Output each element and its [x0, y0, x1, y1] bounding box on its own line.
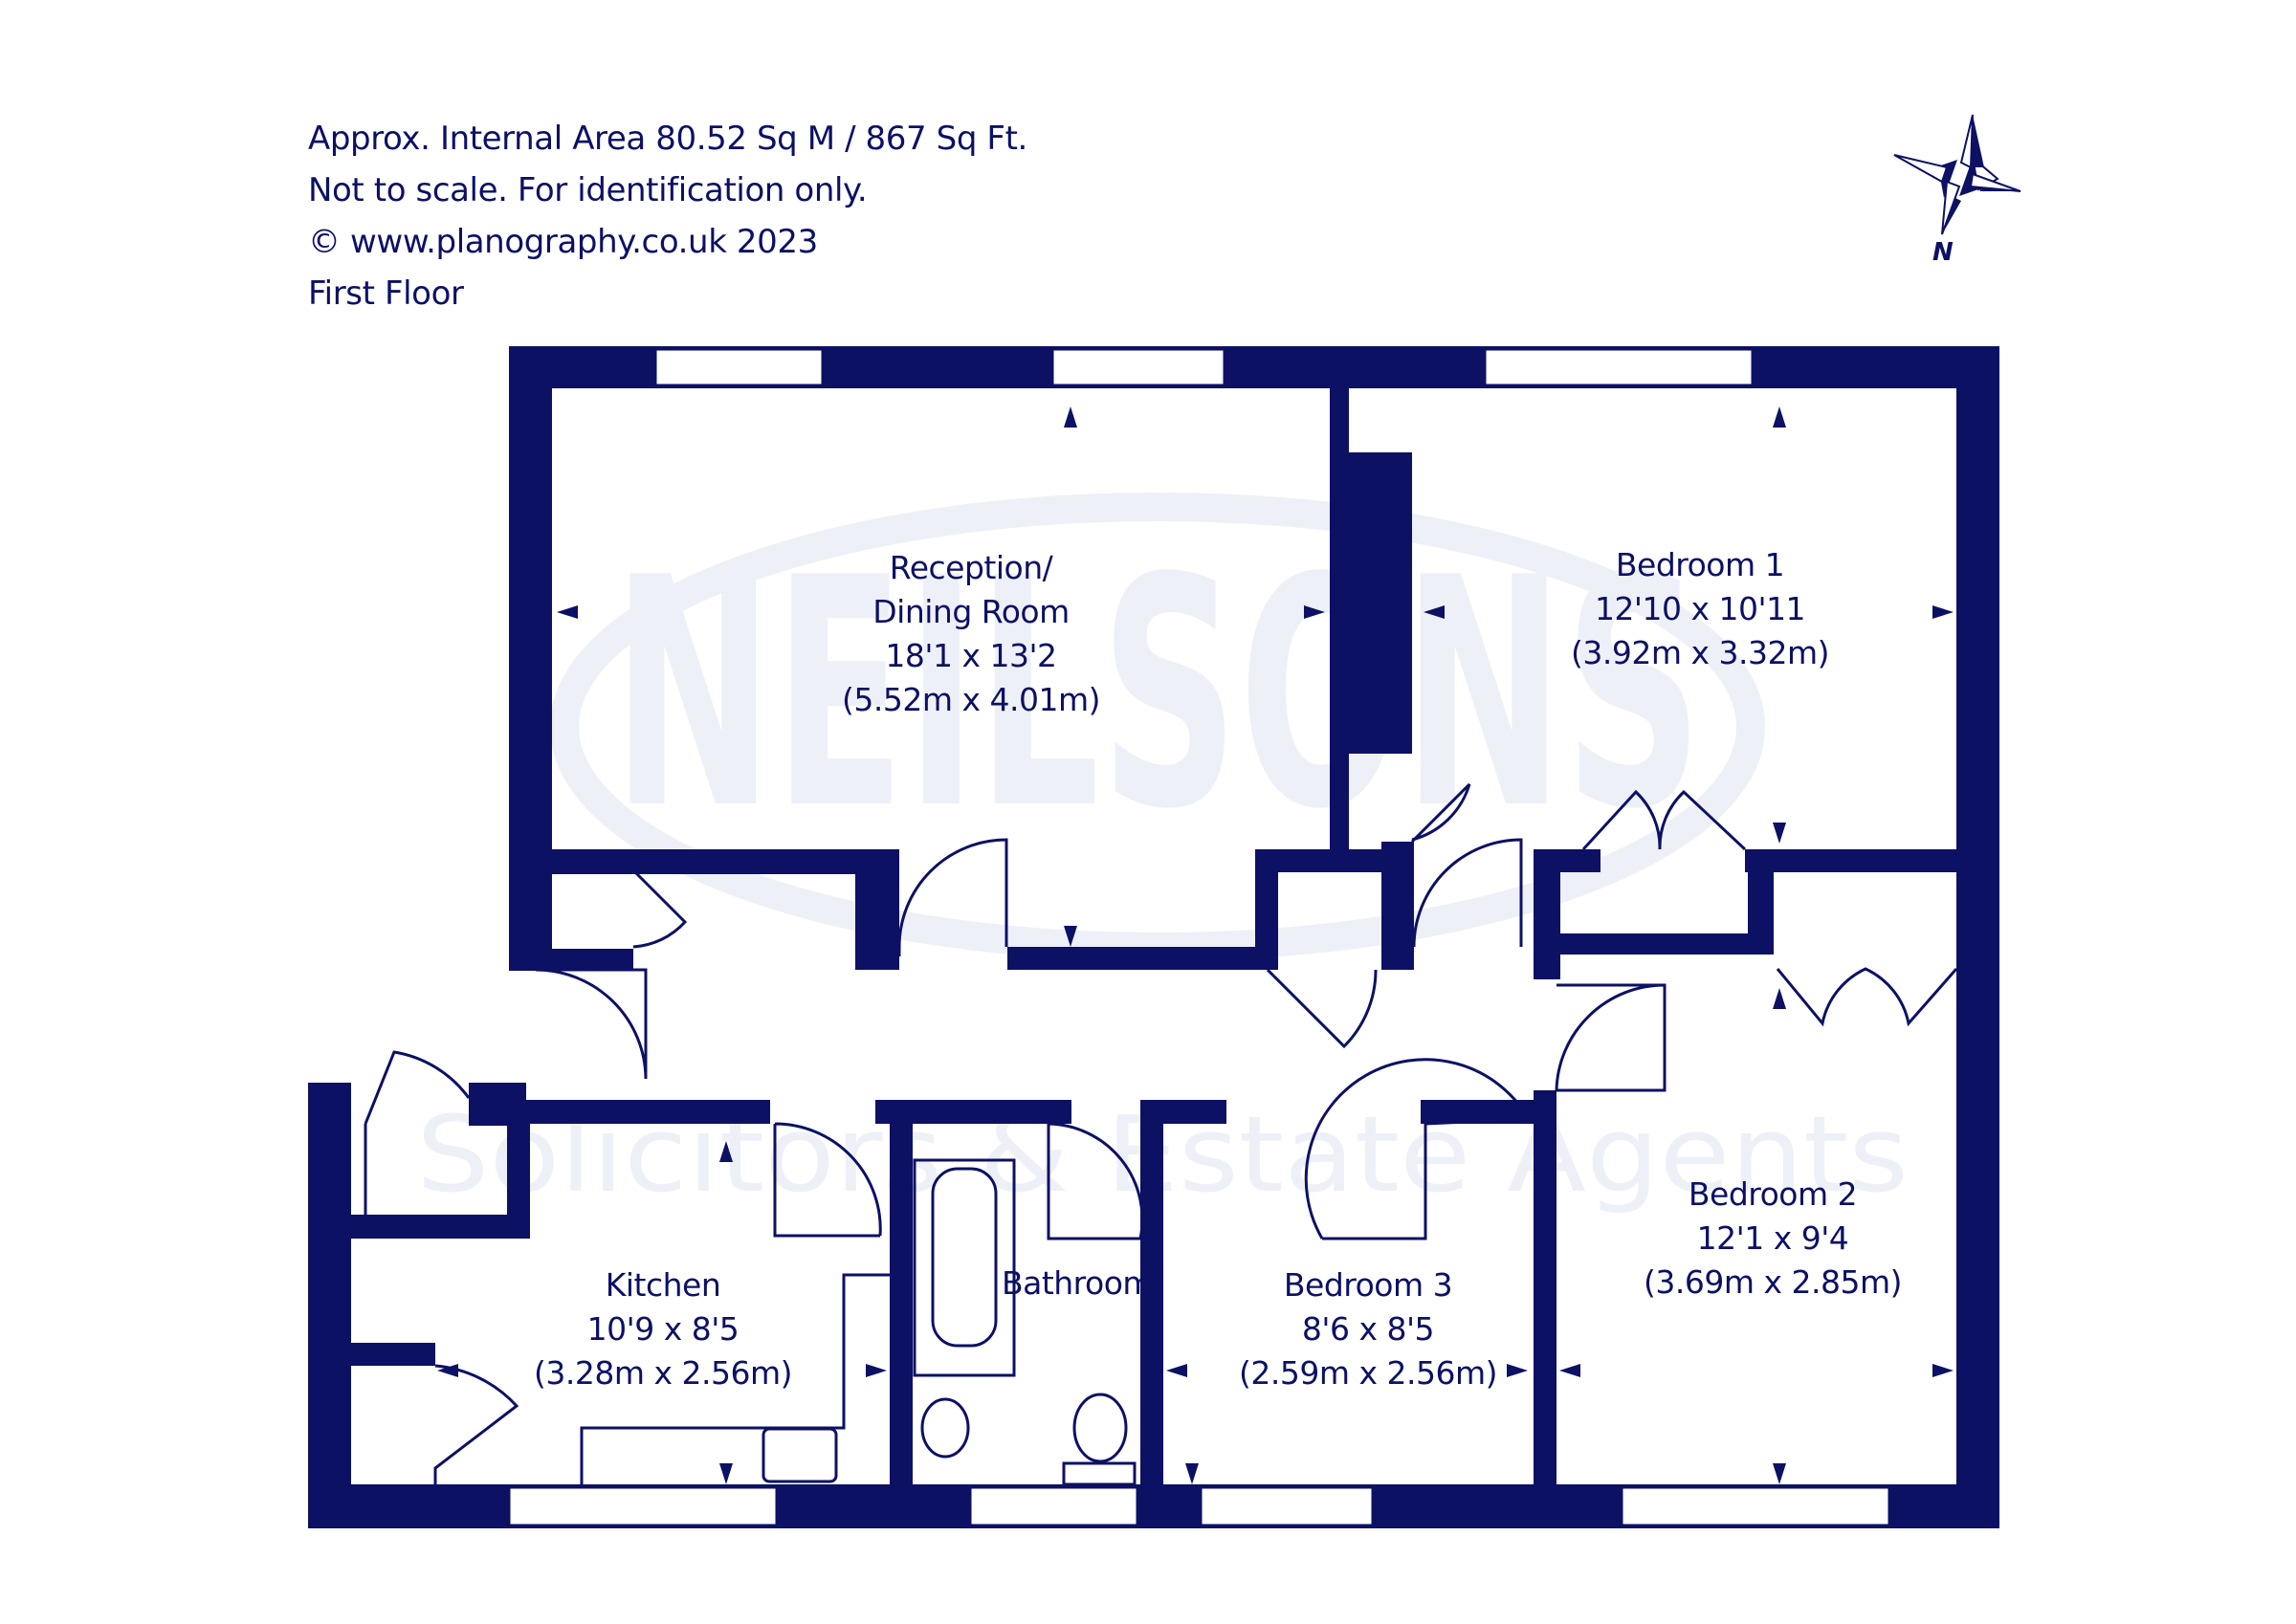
bathroom-window — [968, 1485, 1139, 1527]
chimney-breast — [1330, 452, 1412, 754]
bedroom2-wardrobe-doors — [1776, 967, 1958, 1027]
plan-header: Approx. Internal Area 80.52 Sq M / 867 S… — [308, 113, 1027, 319]
bedroom1-window — [1483, 347, 1755, 387]
bedroom2-window — [1620, 1485, 1891, 1527]
kitchen-north-wall-west — [526, 1100, 770, 1124]
bathroom-east-wall — [1140, 1100, 1163, 1528]
internal-area-text: Approx. Internal Area 80.52 Sq M / 867 S… — [308, 120, 1027, 158]
bedroom1-door — [1412, 838, 1523, 948]
kitchen-worktop — [580, 1273, 894, 1484]
washbasin — [920, 1397, 970, 1459]
kitchen-window — [507, 1485, 779, 1527]
kitchen-door — [773, 1122, 882, 1238]
copyright-text: © www.planography.co.uk 2023 — [308, 223, 818, 261]
bedroom3-dimensions-imperial: 8'6 x 8'5 — [1302, 1310, 1434, 1348]
closet-door — [1266, 968, 1378, 1049]
bedroom1-south-wall — [1745, 849, 1999, 872]
reception-window-1 — [653, 347, 825, 387]
compass-north-label: N — [1932, 238, 1954, 267]
kitchen-east-wall — [890, 1100, 913, 1528]
bath-basin — [931, 1167, 998, 1348]
reception-south-jog — [855, 849, 899, 970]
kitchen-sink — [762, 1427, 838, 1483]
bedroom2-name: Bedroom 2 — [1689, 1175, 1857, 1213]
entrance-door — [535, 968, 648, 1080]
doors — [364, 782, 1958, 1484]
windows — [507, 347, 1891, 1527]
bedroom2-dimensions-imperial: 12'1 x 9'4 — [1697, 1219, 1849, 1257]
disclaimer-text: Not to scale. For identification only. — [308, 171, 868, 209]
cupboard-corner — [1534, 933, 1560, 979]
kitchen-dimensions-imperial: 10'9 x 8'5 — [587, 1310, 740, 1348]
bedroom2-door — [1555, 983, 1667, 1092]
watermark-brand: NEILSONS — [612, 511, 1703, 878]
bathroom-door — [1047, 1122, 1144, 1240]
cupboard-top-ledge — [1534, 849, 1601, 872]
east-wall — [1956, 346, 1999, 1528]
cupboard-west-shelf-wall — [351, 1343, 435, 1366]
bedroom3-door-line — [1322, 1117, 1530, 1240]
kitchen-dimensions-metric: (3.28m x 2.56m) — [534, 1354, 792, 1392]
bedroom1-wardrobe-doors — [1581, 789, 1747, 851]
store-south-wall — [509, 949, 633, 970]
dimension-arrows — [437, 406, 1954, 1484]
cupboard-south-wall — [1534, 933, 1774, 955]
chimney-cupboard-door — [1410, 782, 1471, 844]
reception-name-line1: Reception/ — [890, 549, 1054, 586]
bedroom3-window — [1199, 1485, 1375, 1527]
bedroom1-name: Bedroom 1 — [1616, 546, 1784, 583]
wardrobe-pier — [1381, 842, 1414, 970]
compass-icon: N — [1893, 114, 2021, 267]
fixtures — [580, 1158, 1137, 1486]
floor-label: First Floor — [308, 274, 464, 313]
reception-door — [897, 838, 1008, 956]
bedroom3-dimensions-metric: (2.59m x 2.56m) — [1239, 1354, 1497, 1392]
kitchen-cupboard-door — [433, 1364, 519, 1484]
store-door — [631, 868, 688, 949]
toilet-cistern — [1062, 1461, 1137, 1486]
cupboard-east-wall — [1748, 849, 1774, 945]
bath — [913, 1158, 1016, 1377]
reception-south-wall-east — [1007, 947, 1268, 970]
reception-south-wall-west — [509, 849, 861, 874]
bedroom2-dimensions-metric: (3.69m x 2.85m) — [1644, 1263, 1902, 1301]
store-north-wall — [351, 1215, 530, 1239]
reception-dimensions-imperial: 18'1 x 13'2 — [885, 637, 1056, 674]
reception-dimensions-metric: (5.52m x 4.01m) — [842, 681, 1100, 718]
bathroom-name: Bathroom — [1002, 1264, 1153, 1302]
bedroom1-dimensions-metric: (3.92m x 3.32m) — [1571, 634, 1829, 671]
reception-window-2 — [1050, 347, 1226, 387]
bedroom1-dimensions-imperial: 12'10 x 10'11 — [1595, 590, 1805, 627]
room-labels: Reception/ Dining Room 18'1 x 13'2 (5.52… — [534, 546, 1903, 1392]
closet-west-wall — [1255, 849, 1278, 970]
kitchen-name: Kitchen — [606, 1266, 721, 1304]
toilet-bowl — [1072, 1393, 1128, 1463]
west-wall-upper — [509, 346, 552, 971]
bedroom3-north-wall-west — [1140, 1100, 1226, 1124]
store-east-wall — [507, 1100, 530, 1239]
store-cupboard-door — [364, 1050, 471, 1234]
reception-name-line2: Dining Room — [872, 593, 1070, 630]
bedroom3-door-arc — [1304, 1058, 1531, 1240]
bedroom2-west-wall — [1534, 1090, 1556, 1528]
bedroom3-name: Bedroom 3 — [1284, 1266, 1452, 1304]
west-wall-lower — [308, 1083, 351, 1528]
